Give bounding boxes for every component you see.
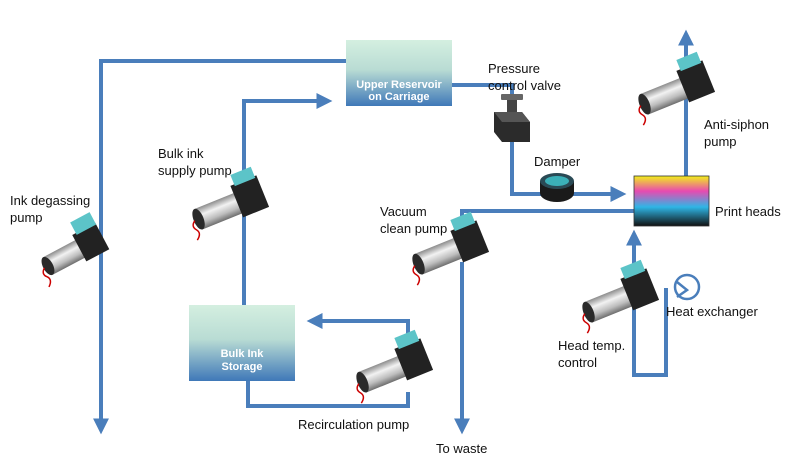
- label-to-waste: To waste: [436, 441, 488, 456]
- label-ink-degassing-pump: Ink degassing pump: [10, 193, 91, 225]
- bulk-ink-supply-pump-icon: [192, 166, 270, 241]
- pressure-valve-icon: [494, 94, 530, 142]
- label-pressure-control-valve: Pressure control valve: [488, 61, 561, 93]
- label-damper: Damper: [534, 154, 581, 169]
- pipe-supply-to-reservoir: [242, 93, 333, 305]
- upper-reservoir-line2: on Carriage: [368, 91, 429, 103]
- pipe-recirc-back: [306, 313, 410, 340]
- damper-icon: [540, 173, 574, 202]
- print-heads-icon: [633, 175, 710, 227]
- pipe-storage-to-recirc: [246, 381, 410, 408]
- upper-reservoir-box: Upper Reservoir on Carriage: [346, 40, 452, 106]
- head-temp-control-pump-icon: [582, 259, 660, 334]
- pipes: [93, 29, 694, 435]
- label-print-heads: Print heads: [715, 204, 781, 219]
- vacuum-clean-pump-icon: [412, 211, 490, 286]
- heat-exchanger-icon: [673, 273, 701, 301]
- label-heat-exchanger: Heat exchanger: [666, 304, 758, 319]
- label-head-temp-control: Head temp. control: [558, 338, 626, 370]
- ink-degassing-pump-icon: [41, 212, 110, 288]
- bulk-ink-line2: Storage: [222, 361, 263, 373]
- label-recirculation-pump: Recirculation pump: [298, 417, 410, 432]
- bulk-ink-line1: Bulk Ink: [221, 348, 265, 360]
- pipe-heads-to-vacuum: [460, 209, 634, 238]
- anti-siphon-pump-icon: [638, 51, 716, 126]
- bulk-ink-storage-box: Bulk Ink Storage: [189, 305, 295, 381]
- recirculation-pump-icon: [356, 329, 434, 404]
- upper-reservoir-line1: Upper Reservoir: [356, 79, 442, 91]
- label-bulk-ink-supply-pump: Bulk ink supply pump: [158, 146, 232, 178]
- pipe-valve-to-heads: [510, 140, 627, 202]
- label-anti-siphon-pump: Anti-siphon pump: [704, 117, 770, 149]
- pipe-reservoir-to-degassing: [93, 59, 346, 435]
- label-vacuum-clean-pump: Vacuum clean pump: [380, 204, 448, 236]
